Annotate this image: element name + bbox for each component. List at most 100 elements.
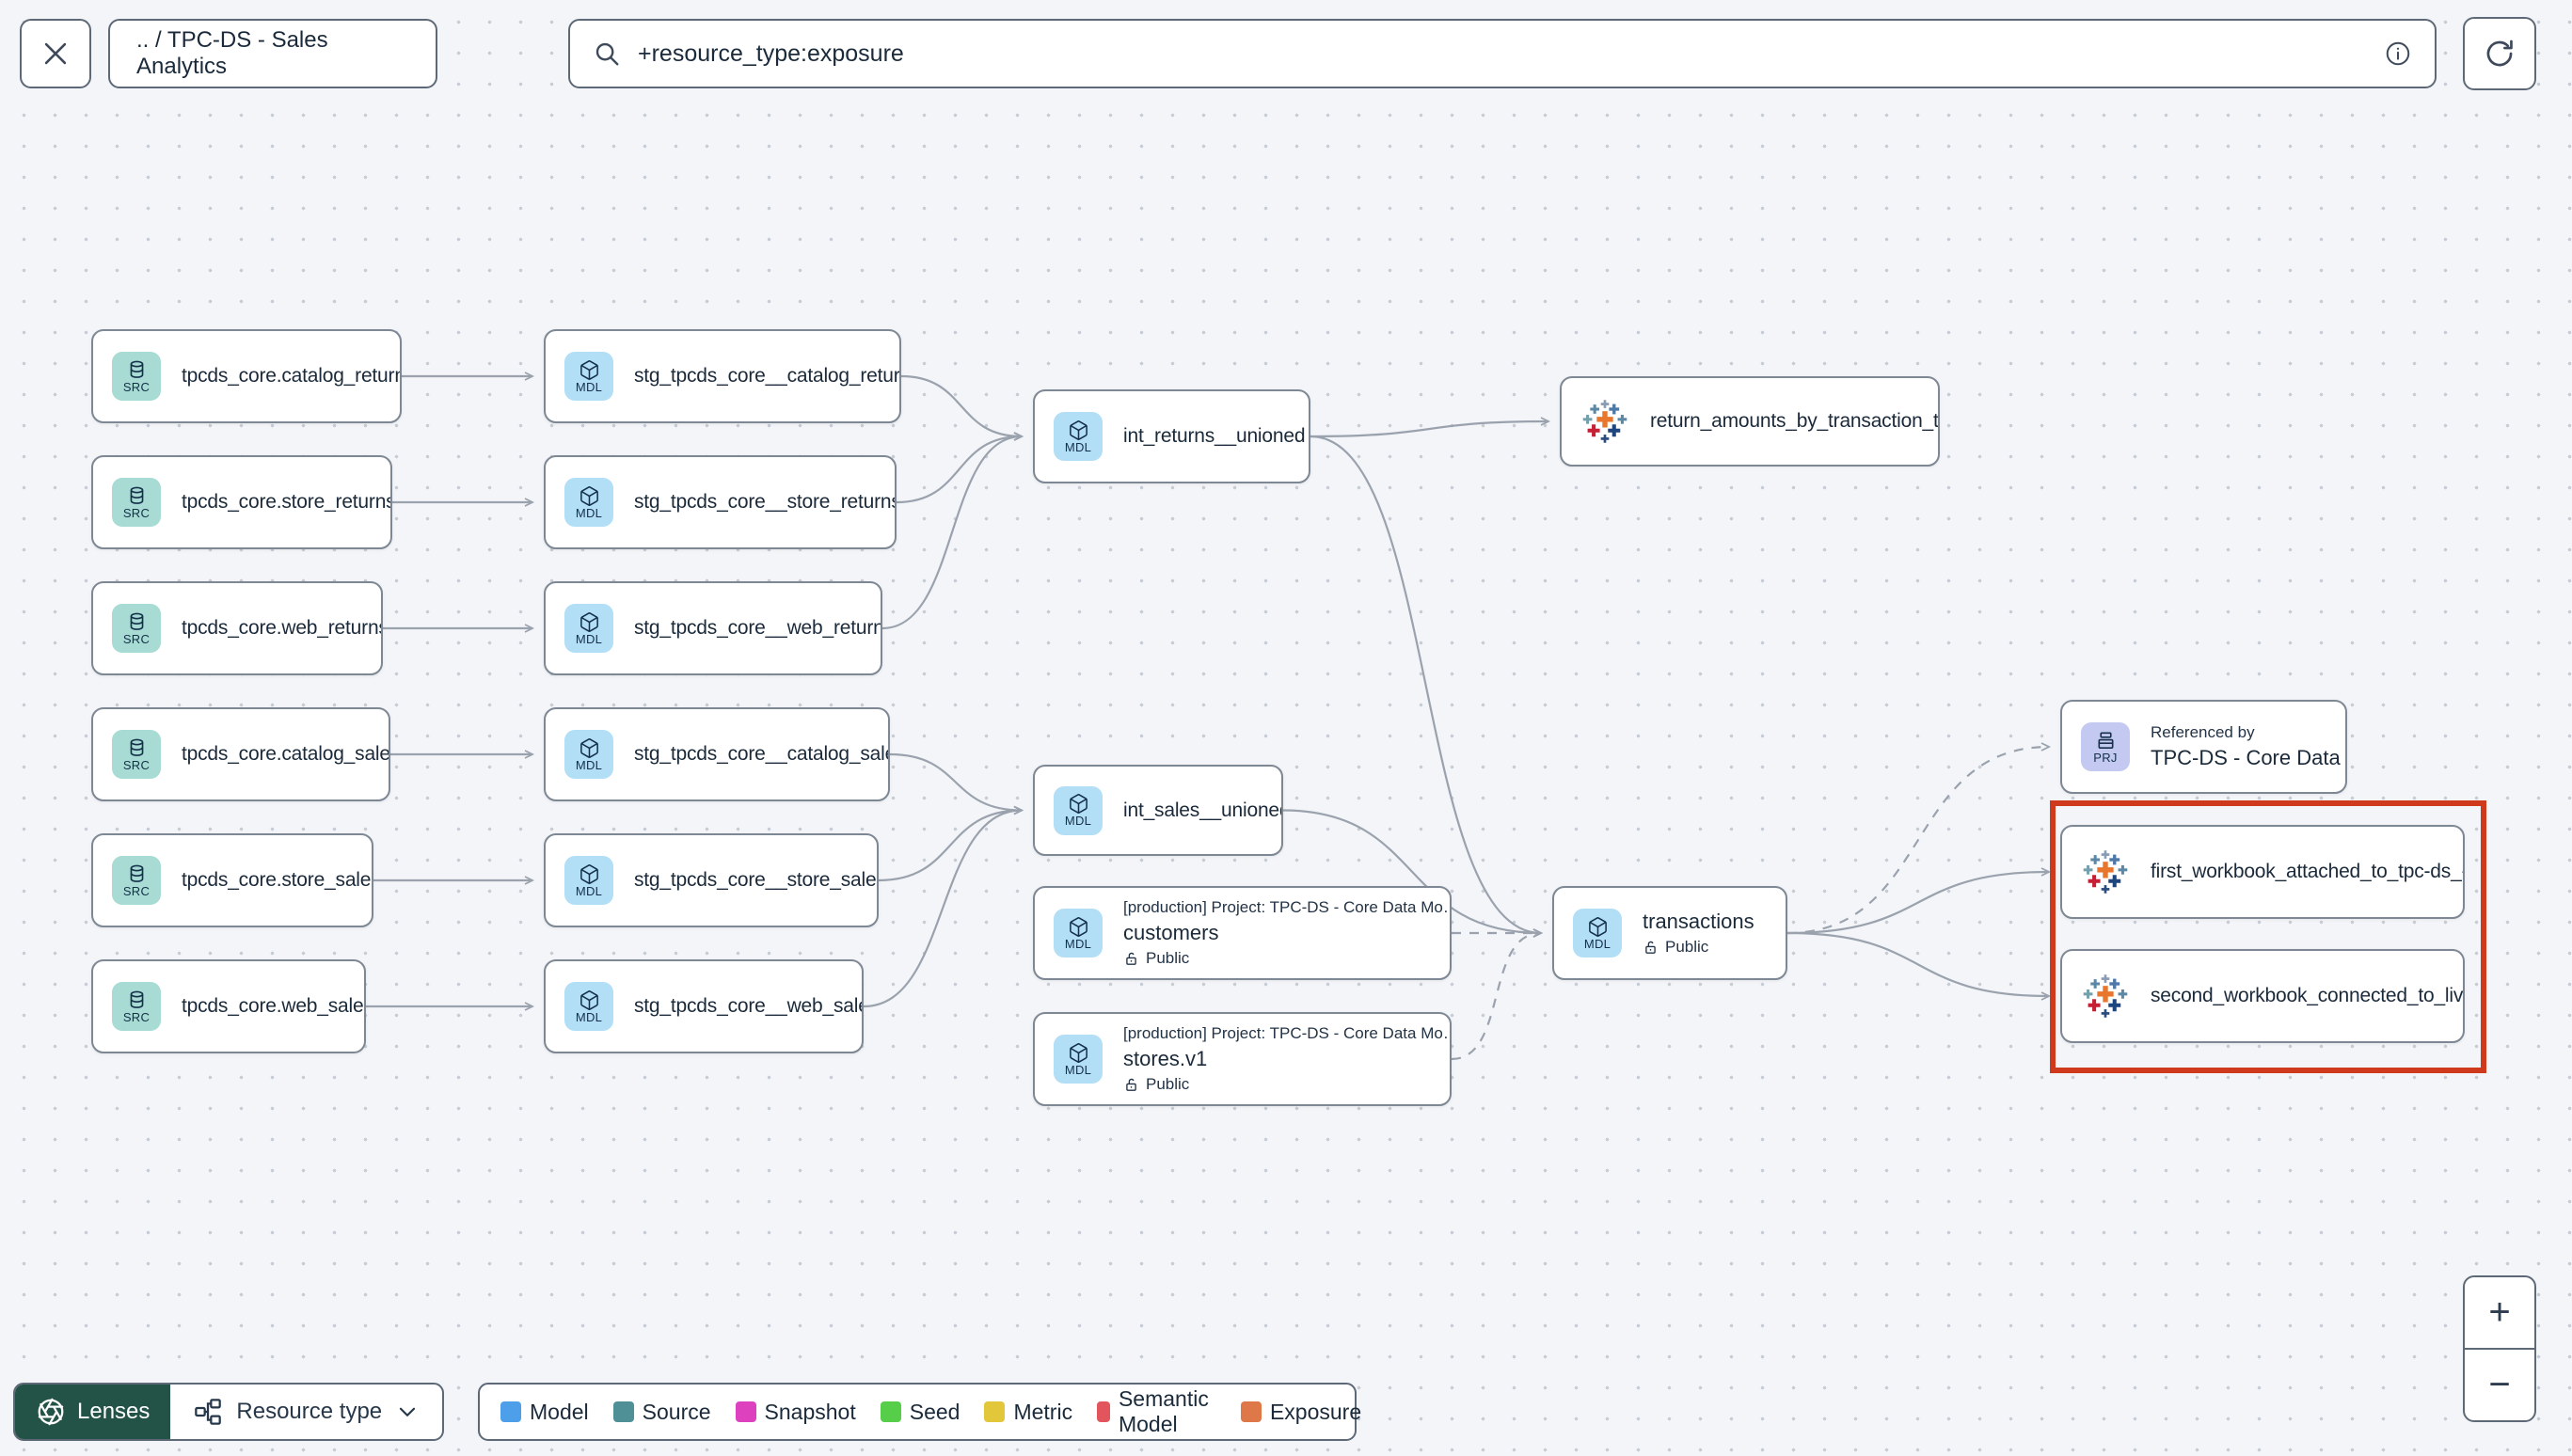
node-stores-v1[interactable]: MDL [production] Project: TPC-DS - Core D…: [1033, 1012, 1452, 1106]
legend-item-semantic-model: Semantic Model: [1097, 1386, 1216, 1437]
search-icon: [593, 40, 621, 68]
legend-swatch: [1097, 1401, 1110, 1422]
tableau-icon: [2081, 972, 2130, 1021]
node-stg-store-sales[interactable]: MDL stg_tpcds_core__store_sales: [544, 833, 879, 927]
node-stg-web-returns[interactable]: MDL stg_tpcds_core__web_returns: [544, 581, 882, 675]
tableau-icon: [2081, 847, 2130, 896]
node-int-returns[interactable]: MDL int_returns__unioned: [1033, 389, 1310, 483]
lock-open-icon: [1123, 1077, 1139, 1093]
close-button[interactable]: [20, 19, 91, 88]
lock-open-icon: [1643, 940, 1659, 956]
node-label: tpcds_core.store_returns: [182, 491, 392, 513]
lenses-button[interactable]: Lenses: [15, 1385, 171, 1439]
aperture-icon: [36, 1397, 66, 1427]
node-src-catalog-sales[interactable]: SRC tpcds_core.catalog_sales: [91, 707, 390, 801]
cube-icon: MDL: [1054, 412, 1103, 461]
legend-item-exposure: Exposure: [1240, 1400, 1361, 1425]
legend-swatch: [984, 1401, 1006, 1422]
resource-type-label: Resource type: [236, 1399, 383, 1424]
cube-icon: MDL: [564, 856, 613, 905]
legend-swatch: [880, 1401, 901, 1422]
node-project-header: [production] Project: TPC-DS - Core Data…: [1123, 898, 1452, 916]
node-label: TPC-DS - Core Data Models: [2151, 746, 2345, 769]
legend-item-snapshot: Snapshot: [735, 1400, 856, 1425]
node-label: stg_tpcds_core__web_sales: [634, 995, 864, 1017]
sitemap-icon: [193, 1397, 223, 1427]
boxes-icon: PRJ: [2081, 722, 2130, 771]
refresh-button[interactable]: [2463, 17, 2536, 90]
db-icon: SRC: [112, 730, 161, 779]
node-label: tpcds_core.web_sales: [182, 995, 366, 1017]
zoom-out-button[interactable]: −: [2465, 1350, 2534, 1420]
refresh-icon: [2484, 38, 2516, 70]
cube-icon: MDL: [564, 982, 613, 1031]
access-label: Public: [1146, 949, 1190, 967]
db-icon: SRC: [112, 982, 161, 1031]
info-icon[interactable]: [2384, 40, 2412, 68]
node-exposure-first-workbook[interactable]: first_workbook_attached_to_tpc-ds_-_…: [2060, 825, 2465, 919]
search-input[interactable]: +resource_type:exposure: [638, 40, 904, 67]
chevron-down-icon: [395, 1400, 420, 1424]
lock-open-icon: [1123, 951, 1139, 967]
cube-icon: MDL: [1054, 909, 1103, 957]
cube-icon: MDL: [564, 478, 613, 527]
node-label: tpcds_core.catalog_sales: [182, 743, 390, 765]
cube-icon: MDL: [1054, 785, 1103, 835]
node-label: stores.v1: [1123, 1047, 1208, 1070]
db-icon: SRC: [112, 604, 161, 653]
zoom-controls: + −: [2463, 1275, 2536, 1422]
access-label: Public: [1146, 1075, 1190, 1093]
node-label: return_amounts_by_transaction_type: [1650, 410, 1940, 432]
cube-icon: MDL: [564, 730, 613, 779]
node-src-store-returns[interactable]: SRC tpcds_core.store_returns: [91, 455, 392, 549]
node-src-web-sales[interactable]: SRC tpcds_core.web_sales: [91, 959, 366, 1053]
node-customers[interactable]: MDL [production] Project: TPC-DS - Core D…: [1033, 886, 1452, 980]
node-label: int_returns__unioned: [1123, 425, 1306, 447]
db-icon: SRC: [112, 478, 161, 527]
node-label: tpcds_core.store_sales: [182, 869, 373, 891]
legend-swatch: [500, 1401, 521, 1422]
legend-item-seed: Seed: [880, 1399, 961, 1425]
referenced-by-label: Referenced by: [2151, 723, 2255, 741]
node-project-core-data-models[interactable]: PRJ Referenced by TPC-DS - Core Data Model…: [2060, 700, 2347, 794]
breadcrumb[interactable]: .. / TPC-DS - Sales Analytics: [108, 19, 437, 88]
node-label: customers: [1123, 921, 1219, 944]
node-label: stg_tpcds_core__store_sales: [634, 869, 879, 891]
node-label: stg_tpcds_core__web_returns: [634, 617, 882, 639]
legend-label: Metric: [1013, 1399, 1073, 1424]
legend-label: Source: [642, 1399, 711, 1424]
node-label: transactions: [1643, 910, 1754, 933]
access-label: Public: [1665, 938, 1709, 956]
legend-item-metric: Metric: [984, 1400, 1072, 1425]
legend-label: Semantic Model: [1118, 1386, 1209, 1436]
legend-label: Seed: [909, 1399, 961, 1424]
legend-item-source: Source: [612, 1399, 711, 1425]
node-project-header: [production] Project: TPC-DS - Core Data…: [1123, 1024, 1452, 1042]
cube-icon: MDL: [1054, 1035, 1103, 1084]
legend-label: Model: [530, 1399, 589, 1424]
resource-type-dropdown[interactable]: Resource type: [170, 1385, 442, 1439]
node-exposure-second-workbook[interactable]: second_workbook_connected_to_live…: [2060, 949, 2465, 1043]
node-exposure-return-amounts[interactable]: return_amounts_by_transaction_type: [1560, 376, 1940, 467]
lens-controls: Lenses Resource type: [13, 1383, 445, 1441]
legend: Model Source Snapshot Seed Metric Semantic Mo…: [478, 1383, 1361, 1441]
cube-icon: MDL: [564, 604, 613, 653]
minus-icon: −: [2488, 1364, 2511, 1405]
node-stg-web-sales[interactable]: MDL stg_tpcds_core__web_sales: [544, 959, 864, 1053]
lenses-label: Lenses: [77, 1399, 151, 1424]
search-bar[interactable]: +resource_type:exposure: [568, 19, 2437, 88]
access-badge: Public: [1123, 1075, 1431, 1094]
zoom-in-button[interactable]: +: [2465, 1277, 2534, 1350]
access-badge: Public: [1643, 938, 1754, 957]
legend-swatch: [1240, 1401, 1262, 1422]
tableau-icon: [1580, 397, 1629, 446]
